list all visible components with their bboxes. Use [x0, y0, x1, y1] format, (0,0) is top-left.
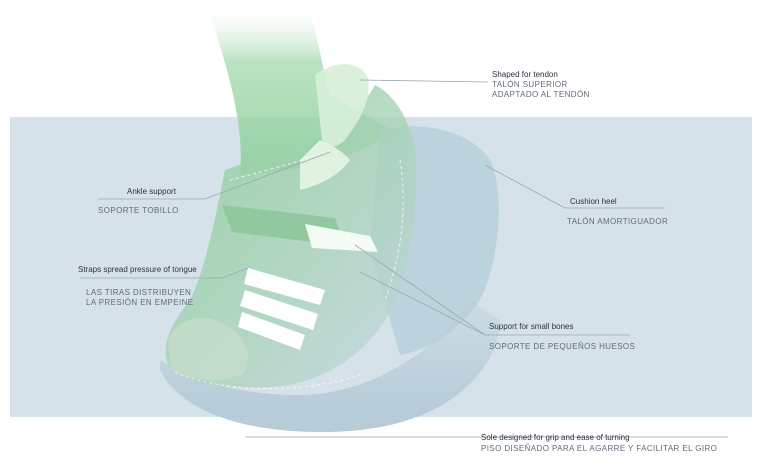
strap-3	[238, 312, 305, 350]
callout-cushion-en: Cushion heel	[570, 197, 617, 206]
callout-tendon-es-2: ADAPTADO AL TENDÓN	[492, 90, 590, 99]
callout-bones-es: SOPORTE DE PEQUEÑOS HUESOS	[489, 342, 636, 351]
heel-collar	[315, 64, 369, 147]
toe-cap	[168, 317, 249, 381]
callout-straps-es-1: LAS TIRAS DISTRIBUYEN	[86, 288, 192, 297]
ankle-pad	[300, 140, 350, 190]
callout-sole-en: Sole designed for grip and ease of turni…	[481, 433, 630, 442]
callout-tendon: Shaped for tendon TALÓN SUPERIOR ADAPTAD…	[492, 70, 590, 100]
strap-1	[244, 268, 325, 305]
callout-ankle-es: SOPORTE TOBILLO	[98, 206, 179, 215]
callout-straps-es-2: LA PRESIÓN EN EMPEINE	[86, 298, 194, 307]
strap-2	[240, 290, 318, 330]
sole-shape	[160, 300, 500, 432]
callout-straps-en: Straps spread pressure of tongue	[78, 265, 197, 274]
callout-tendon-en: Shaped for tendon	[492, 70, 558, 79]
leader-lines	[80, 79, 728, 438]
callout-bones-en: Support for small bones	[489, 322, 574, 331]
callout-straps-es: LAS TIRAS DISTRIBUYEN LA PRESIÓN EN EMPE…	[86, 288, 194, 308]
callout-tendon-es-1: TALÓN SUPERIOR	[492, 80, 568, 89]
callout-ankle-en: Ankle support	[127, 187, 176, 196]
callout-cushion-es: TALÓN AMORTIGUADOR	[567, 217, 669, 226]
callout-sole-es: PISO DISEÑADO PARA EL AGARRE Y FACILITAR…	[481, 444, 718, 453]
